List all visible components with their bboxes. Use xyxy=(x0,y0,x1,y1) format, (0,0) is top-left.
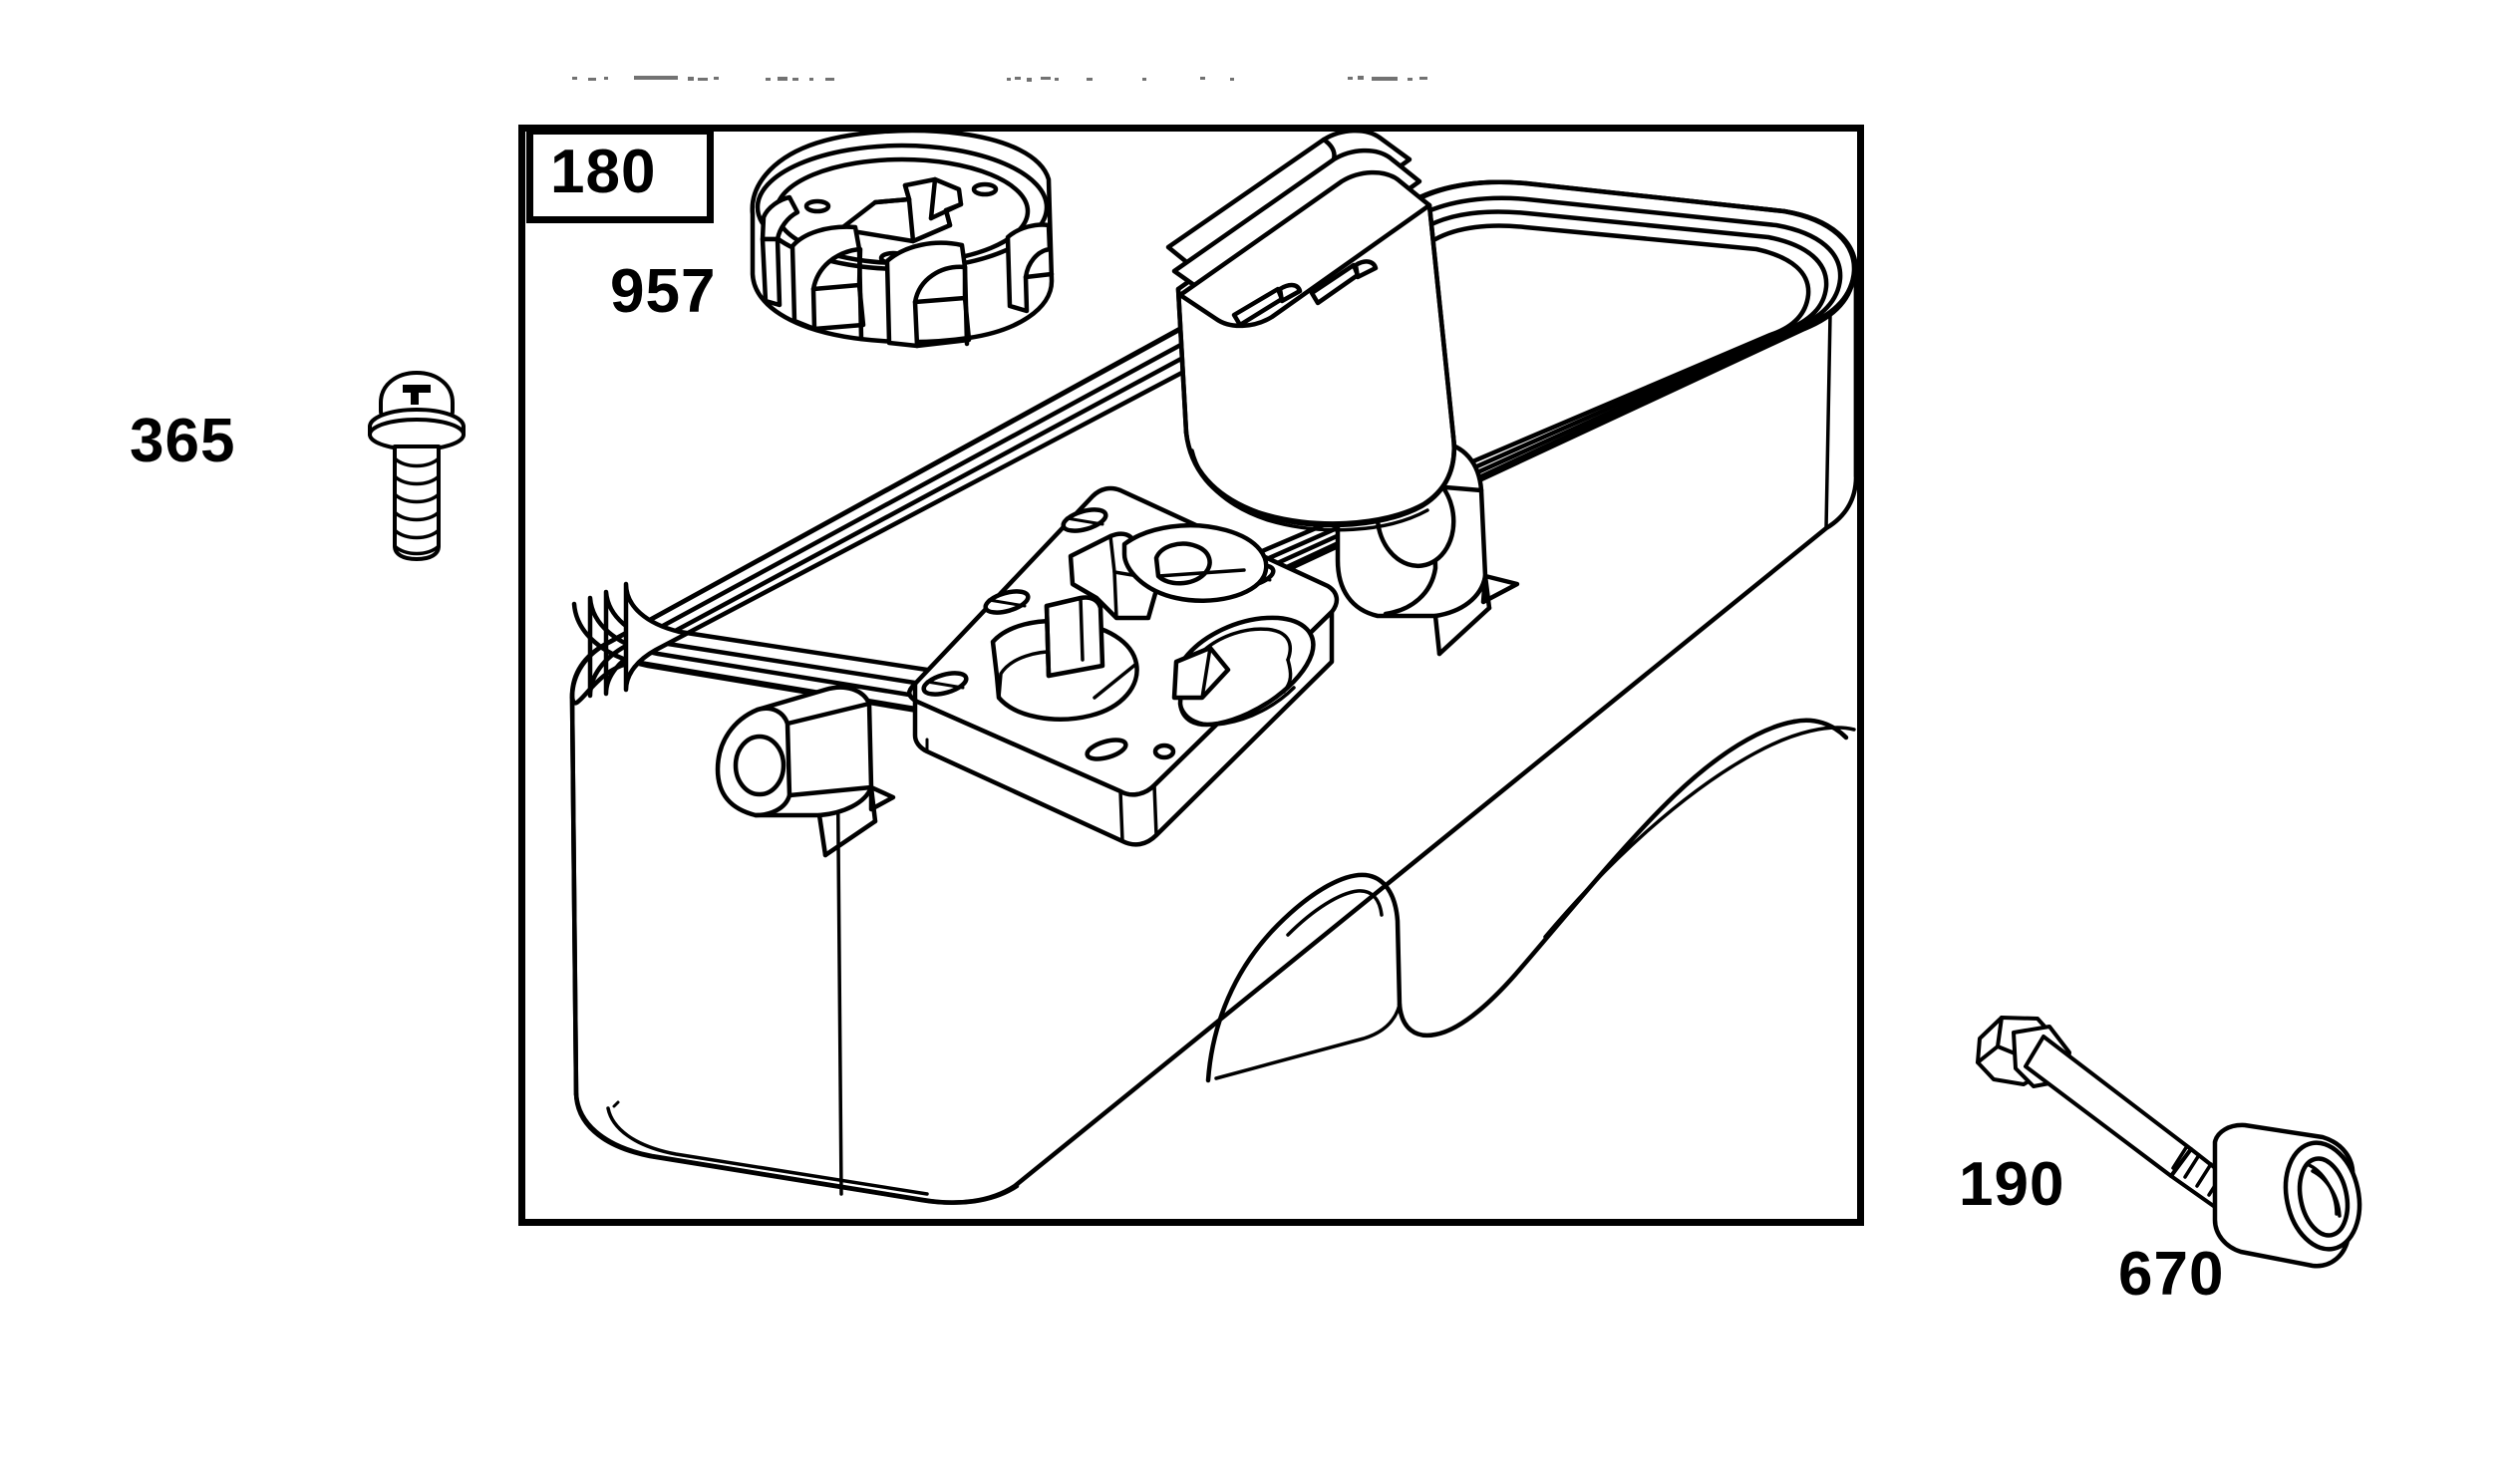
screw-part-365 xyxy=(368,371,466,561)
callout-label-190: 190 xyxy=(1959,1150,2065,1219)
callout-box-180 xyxy=(526,128,714,223)
fuel-cap-part-957 xyxy=(750,128,1055,349)
spacer-part-670 xyxy=(2212,1122,2362,1269)
fuel-tank-body xyxy=(569,128,1859,1205)
assembly-frame-border xyxy=(518,125,1864,1226)
tank-mounting-boss-left xyxy=(715,685,896,858)
callout-label-957: 957 xyxy=(610,257,717,326)
fuel-filler-neck xyxy=(1165,128,1456,532)
callout-label-365: 365 xyxy=(130,407,236,475)
callout-label-180: 180 xyxy=(550,138,657,206)
fuel-pump-mounting-plate xyxy=(907,485,1340,847)
scan-artifact-specks xyxy=(572,76,1427,82)
callout-label-670: 670 xyxy=(2118,1240,2225,1309)
